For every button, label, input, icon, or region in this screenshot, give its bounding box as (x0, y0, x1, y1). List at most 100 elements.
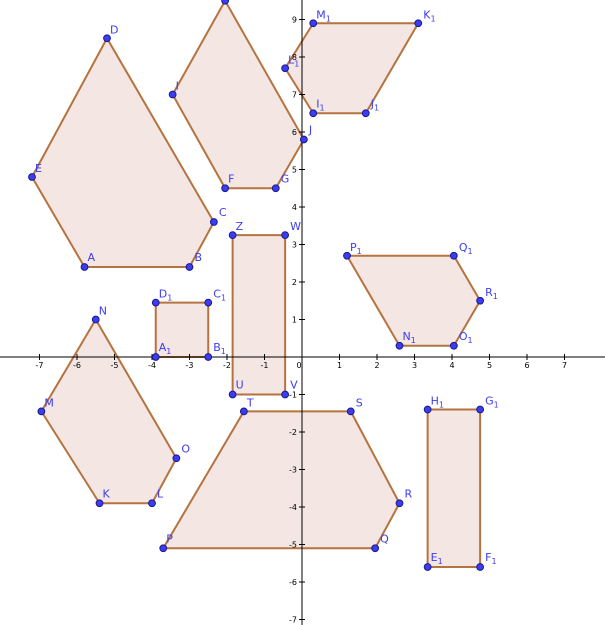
x-tick-label: -4 (148, 361, 156, 370)
y-tick-label: -1 (289, 391, 297, 400)
vertex-point-A1[interactable] (151, 353, 160, 361)
y-tick-label: -5 (289, 541, 297, 550)
vertex-label-name: B (213, 341, 221, 354)
vertex-label: L1 (288, 53, 299, 68)
vertex-label: A (88, 251, 96, 264)
vertex-point-B1[interactable] (204, 353, 213, 361)
vertex-label-name: O (459, 330, 468, 343)
vertex-point-C[interactable] (209, 218, 218, 226)
vertex-point-A[interactable] (80, 263, 89, 271)
vertex-point-I[interactable] (168, 90, 177, 99)
y-tick-label: 2 (292, 278, 297, 287)
vertex-point-G[interactable] (271, 184, 280, 193)
vertex-point-S[interactable] (346, 407, 355, 416)
polygon-H1G1F1E1 (426, 408, 482, 568)
vertex-label-subscript: 1 (493, 292, 498, 301)
vertex-point-L1[interactable] (281, 64, 290, 73)
vertex-point-B[interactable] (185, 263, 194, 271)
vertex-label-name: H (431, 395, 439, 408)
vertex-label: Z (236, 220, 244, 233)
polygon-P1Q1R1O1N1 (346, 254, 482, 347)
vertex-point-O[interactable] (172, 454, 181, 463)
vertex-label-name: N (403, 330, 411, 343)
vertex-point-F1[interactable] (476, 563, 485, 571)
polygon-I1J1K1M1 (284, 22, 420, 115)
vertex-point-H1[interactable] (423, 405, 432, 414)
y-tick-label: 1 (292, 316, 297, 325)
x-tick-label: -3 (186, 361, 194, 370)
vertex-point-Q1[interactable] (449, 251, 458, 260)
vertex-point-K[interactable] (95, 499, 104, 508)
vertex-label: O (181, 442, 190, 455)
vertex-label-subscript: 1 (221, 294, 226, 303)
vertex-label-name: D (159, 288, 167, 301)
polygon-ZWVU (231, 234, 287, 396)
vertex-point-Q[interactable] (371, 544, 380, 553)
vertex-point-D1[interactable] (151, 298, 160, 307)
vertex-label: S (356, 396, 363, 409)
vertex-point-P1[interactable] (343, 251, 351, 260)
vertex-label: I (176, 80, 179, 93)
vertex-point-E[interactable] (28, 173, 36, 181)
vertex-point-R1[interactable] (476, 296, 485, 305)
x-tick-label: 2 (374, 361, 379, 370)
vertex-point-P[interactable] (159, 544, 168, 553)
vertex-label: U (236, 379, 244, 392)
vertex-label: Q1 (459, 241, 473, 256)
vertex-label-name: M (44, 396, 54, 409)
vertex-label: I1 (316, 97, 324, 112)
vertex-label-name: A (88, 251, 96, 264)
vertex-point-U[interactable] (228, 390, 237, 399)
x-tick-label: 3 (412, 361, 417, 370)
vertex-label-name: R (405, 487, 413, 500)
vertex-point-D[interactable] (103, 34, 111, 43)
vertex-label: H1 (431, 395, 444, 410)
vertex-label-name: N (99, 305, 107, 318)
vertex-label: J1 (370, 97, 379, 112)
vertex-label-subscript: 1 (294, 59, 299, 68)
y-tick-label: 6 (292, 128, 297, 137)
vertex-label: G (281, 172, 290, 185)
vertex-point-O1[interactable] (449, 341, 458, 350)
vertex-label-name: T (246, 396, 254, 409)
vertex-label-name: M (316, 8, 326, 21)
y-tick-label: -7 (289, 616, 297, 625)
vertex-point-H[interactable] (221, 0, 230, 5)
vertex-label: R (405, 487, 413, 500)
vertex-point-G1[interactable] (476, 405, 485, 414)
vertex-point-W[interactable] (281, 231, 290, 240)
vertex-point-V[interactable] (281, 390, 290, 399)
vertex-point-M[interactable] (37, 407, 46, 416)
vertex-label: L (157, 487, 164, 500)
vertex-point-I1[interactable] (309, 109, 318, 118)
vertex-point-T[interactable] (239, 407, 248, 416)
vertex-point-F[interactable] (221, 184, 230, 193)
vertex-point-K1[interactable] (414, 19, 423, 28)
vertex-point-J[interactable] (299, 135, 308, 144)
vertex-label-name: D (110, 23, 118, 36)
vertex-point-Z[interactable] (228, 231, 237, 240)
vertex-point-C1[interactable] (204, 298, 213, 307)
vertex-point-L[interactable] (148, 499, 156, 508)
vertex-point-E1[interactable] (423, 563, 432, 571)
x-tick-label: -2 (223, 361, 231, 370)
vertex-point-N[interactable] (91, 315, 100, 324)
vertex-label: T (246, 396, 254, 409)
vertex-label: J (308, 124, 312, 137)
vertex-label: R1 (485, 286, 498, 301)
vertex-label-subscript: 1 (430, 14, 435, 23)
polygon-NOLKM (40, 318, 178, 505)
vertex-point-M1[interactable] (309, 19, 318, 28)
vertex-point-R[interactable] (395, 499, 404, 508)
x-tick-label: -5 (111, 361, 119, 370)
vertex-label-subscript: 1 (468, 247, 473, 256)
vertex-point-N1[interactable] (395, 341, 404, 350)
vertex-label: G1 (485, 395, 499, 410)
vertex-label-name: G (281, 172, 290, 185)
vertex-label-name: O (181, 442, 190, 455)
vertex-point-J1[interactable] (361, 109, 370, 118)
vertex-label-name: J (370, 97, 374, 110)
vertex-label: E1 (431, 551, 443, 566)
